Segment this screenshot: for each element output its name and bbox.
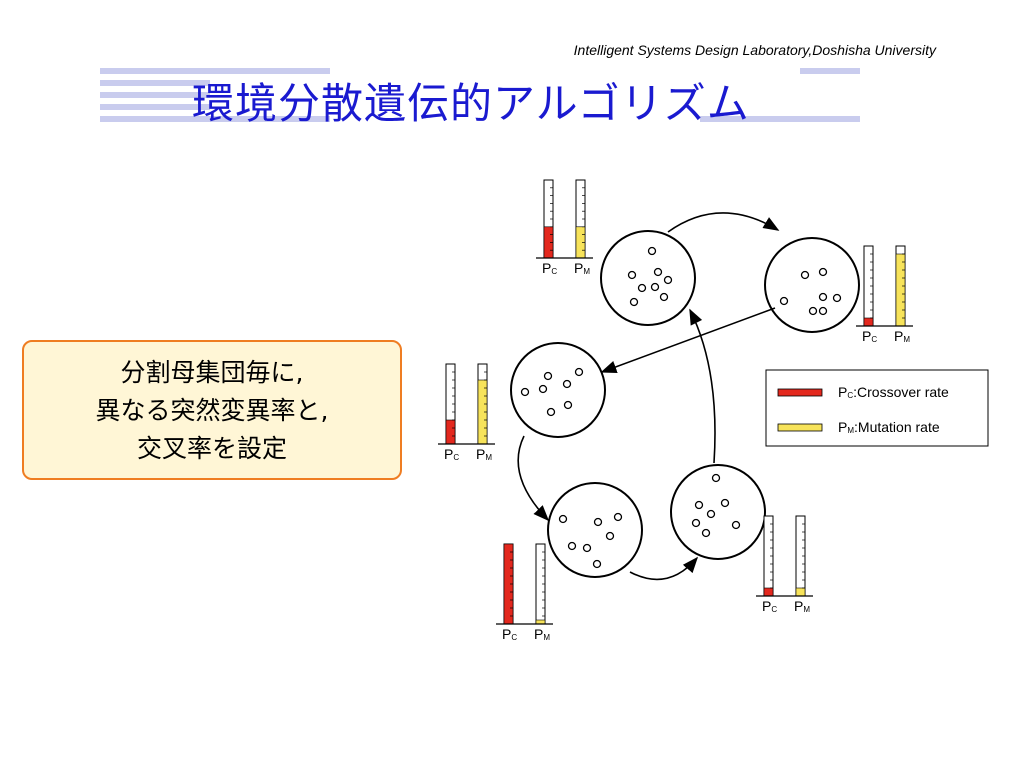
gauge-right-crossover-fill <box>863 317 874 327</box>
gauge-top-mutation-label: PM <box>574 260 590 276</box>
gauge-bottom-right-mutation-fill <box>795 587 806 597</box>
gauge-right: PC PM <box>856 245 913 344</box>
lab-name: Intelligent Systems Design Laboratory,Do… <box>573 42 936 58</box>
gauge-left: PC PM <box>438 363 495 462</box>
subpopulation-bottom-left <box>547 482 643 578</box>
gauge-bottom-right-crossover-label: PC <box>762 598 777 614</box>
gauge-bottom-left: PC PM <box>496 543 553 642</box>
gauge-top-crossover-label: PC <box>542 260 557 276</box>
gauge-right-crossover-label: PC <box>862 328 877 344</box>
title-band <box>100 66 860 128</box>
legend-mutation-label: PM:Mutation rate <box>838 419 940 435</box>
legend-crossover-label: PC:Crossover rate <box>838 384 949 400</box>
subpopulation-bottom-right <box>670 464 766 560</box>
legend-swatch-mutation <box>777 423 823 432</box>
gauge-bottom-left-crossover-label: PC <box>502 626 517 642</box>
subpopulation-right <box>764 237 860 333</box>
gauge-bottom-right-mutation-label: PM <box>794 598 810 614</box>
legend: PC:Crossover rate PM:Mutation rate <box>765 369 989 447</box>
gauge-bottom-right-crossover-fill <box>763 587 774 597</box>
legend-swatch-crossover <box>777 388 823 397</box>
subpopulation-top <box>600 230 696 326</box>
subpopulation-left <box>510 342 606 438</box>
gauge-top: PC PM <box>536 179 593 276</box>
individuals <box>520 246 842 569</box>
callout-line-1: 分割母集団毎に, <box>120 358 304 387</box>
gauge-left-crossover-fill <box>445 419 456 445</box>
gauge-left-crossover-label: PC <box>444 446 459 462</box>
gauge-bottom-left-mutation-label: PM <box>534 626 550 642</box>
callout-line-2: 異なる突然変異率と, <box>95 396 329 425</box>
page-title: 環境分散遺伝的アルゴリズム <box>192 79 750 128</box>
migration-arrows <box>517 212 780 581</box>
callout-line-3: 交叉率を設定 <box>136 434 287 463</box>
rate-gauges: PC PM PC PM PC PM PC PM PC PM <box>438 179 913 642</box>
gauge-right-mutation-fill <box>895 253 906 327</box>
gauge-right-mutation-label: PM <box>894 328 910 344</box>
gauge-bottom-right: PC PM <box>756 515 813 614</box>
gauge-left-mutation-label: PM <box>476 446 492 462</box>
callout-box: 分割母集団毎に, 異なる突然変異率と, 交叉率を設定 <box>22 340 402 480</box>
